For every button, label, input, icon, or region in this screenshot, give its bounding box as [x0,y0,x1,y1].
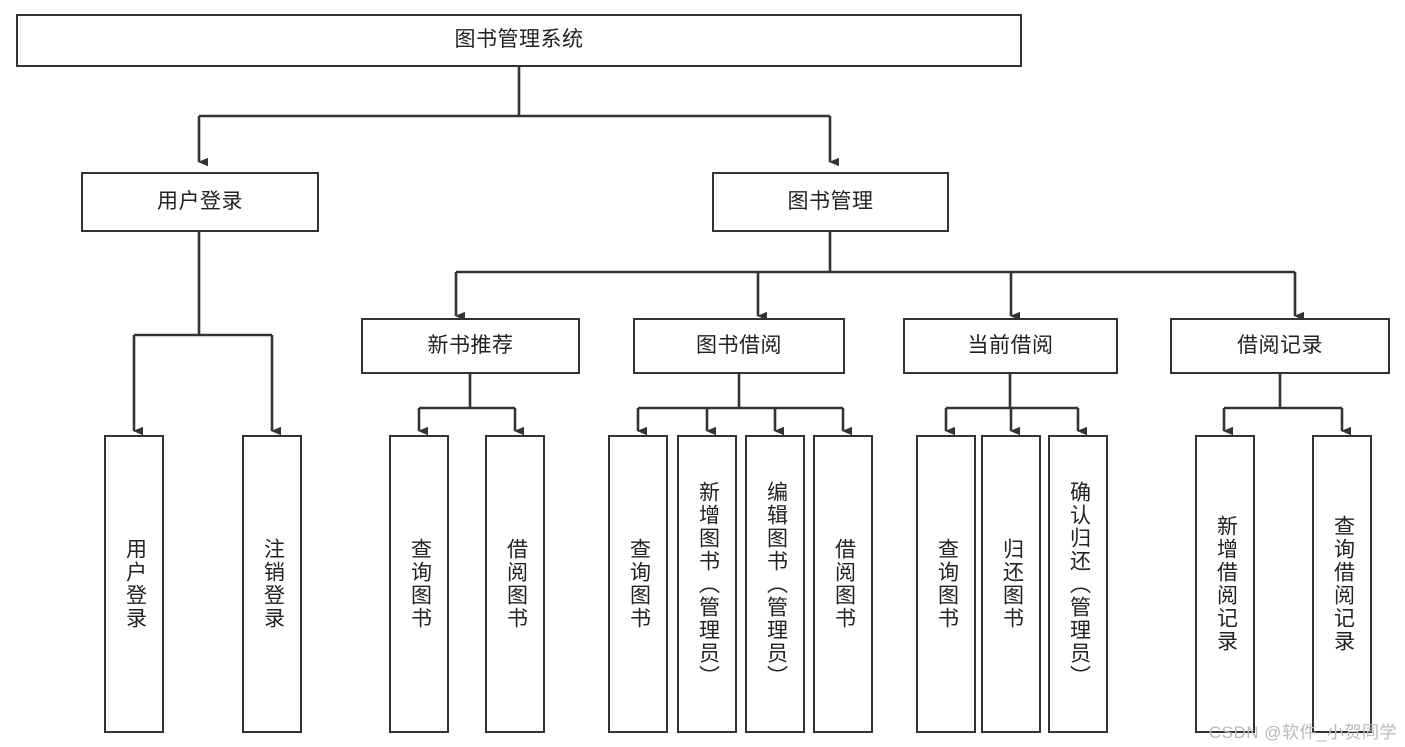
node-label: 当前借阅 [967,333,1054,357]
node-label: 借阅图书 [504,538,528,630]
node-label: 图书管理系统 [454,28,584,52]
node-label: 借阅记录 [1237,333,1323,357]
node-current-borrow[interactable]: 当前借阅 [903,318,1118,374]
node-label: 查询图书 [935,538,959,630]
node-label: 图书借阅 [696,333,782,357]
node-label: 查询图书 [408,538,432,630]
node-label: 新书推荐 [427,333,514,357]
node-leaf-query-book-3[interactable]: 查询图书 [916,435,976,733]
csdn-watermark: CSDN @软件_小贺同学 [1208,723,1397,742]
node-label: 新增借阅记录 [1214,515,1238,653]
node-label: 查询图书 [627,538,651,630]
node-label: 注销登录 [261,538,285,630]
node-root-book-management-system[interactable]: 图书管理系统 [16,14,1022,67]
node-user-login[interactable]: 用户登录 [81,172,319,232]
node-book-borrow[interactable]: 图书借阅 [633,318,845,374]
node-label: 用户登录 [157,189,243,213]
node-leaf-user-login[interactable]: 用户登录 [104,435,164,733]
node-label: 查询借阅记录 [1331,515,1355,653]
node-leaf-edit-book[interactable]: 编辑图书（管理员） [745,435,805,733]
node-label: 借阅图书 [832,538,856,630]
node-label: 归还图书 [1000,538,1024,630]
node-leaf-query-record[interactable]: 查询借阅记录 [1312,435,1372,733]
node-borrow-record[interactable]: 借阅记录 [1170,318,1390,374]
node-leaf-add-book[interactable]: 新增图书（管理员） [677,435,737,733]
node-leaf-logout-login[interactable]: 注销登录 [242,435,302,733]
node-label: 图书管理 [787,189,874,213]
node-leaf-confirm-return[interactable]: 确认归还（管理员） [1048,435,1108,733]
node-label: 编辑图书（管理员） [764,480,788,688]
node-leaf-borrow-book-2[interactable]: 借阅图书 [813,435,873,733]
node-label: 新增图书（管理员） [696,480,720,688]
node-leaf-query-book-2[interactable]: 查询图书 [608,435,668,733]
node-leaf-query-book-1[interactable]: 查询图书 [389,435,449,733]
node-label: 用户登录 [123,538,147,630]
node-book-manage[interactable]: 图书管理 [712,172,949,232]
node-leaf-borrow-book-1[interactable]: 借阅图书 [485,435,545,733]
node-leaf-add-record[interactable]: 新增借阅记录 [1195,435,1255,733]
node-label: 确认归还（管理员） [1067,480,1091,688]
node-leaf-return-book[interactable]: 归还图书 [981,435,1041,733]
node-new-book-recommend[interactable]: 新书推荐 [361,318,580,374]
